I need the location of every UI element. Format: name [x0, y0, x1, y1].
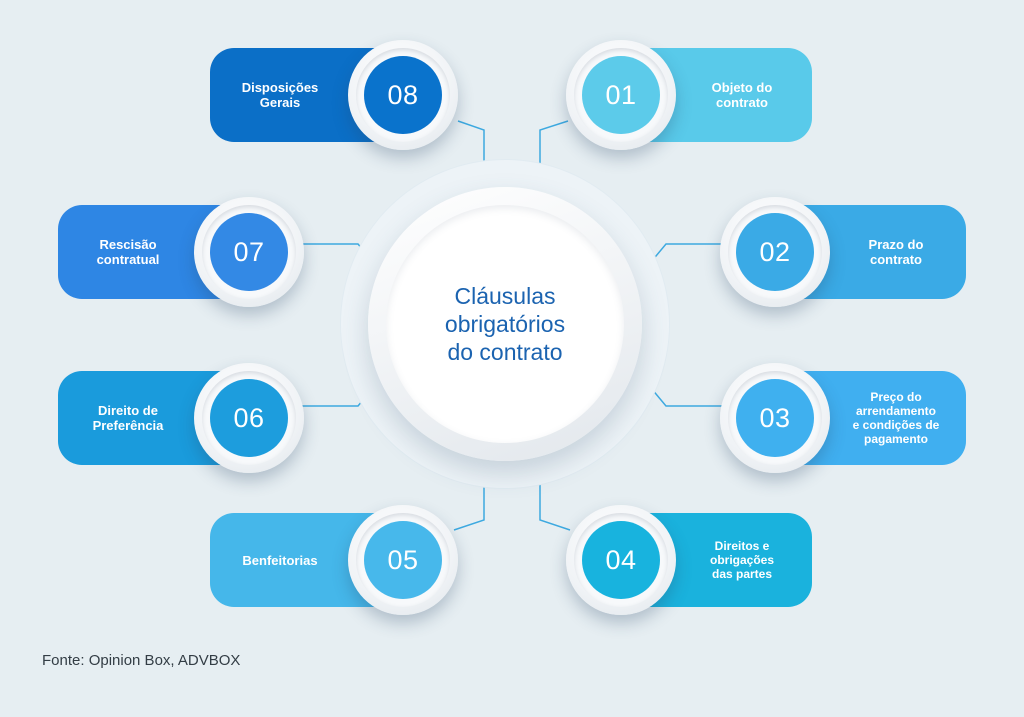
clause-07-label: Rescisão contratual: [96, 237, 160, 267]
clause-05-badge: 05: [348, 505, 458, 615]
clause-01-number: 01: [582, 56, 660, 134]
clause-06-badge: 06: [194, 363, 304, 473]
clause-03-label: Preço do arrendamento e condições de pag…: [852, 390, 940, 446]
clause-03-badge: 03: [720, 363, 830, 473]
clause-08-number: 08: [364, 56, 442, 134]
clause-05-label: Benfeitorias: [242, 552, 318, 568]
clause-03-number: 03: [736, 379, 814, 457]
clause-06-label: Direito de Preferência: [92, 403, 164, 433]
clause-02-number: 02: [736, 213, 814, 291]
clause-08-label: Disposições Gerais: [241, 80, 319, 110]
clause-04-badge: 04: [566, 505, 676, 615]
connector-03: [645, 381, 730, 407]
clause-07-badge: 07: [194, 197, 304, 307]
center-title: Cláusulas obrigatórios do contrato: [444, 283, 566, 365]
clause-02-label: Prazo do contrato: [868, 237, 924, 267]
clause-02-badge: 02: [720, 197, 830, 307]
clause-06-number: 06: [210, 379, 288, 457]
clause-01-badge: 01: [566, 40, 676, 150]
clause-01-label: Objeto do contrato: [711, 80, 773, 110]
clause-08-badge: 08: [348, 40, 458, 150]
clause-04-label: Direitos e obrigações das partes: [709, 539, 775, 581]
connector-02: [645, 243, 730, 269]
clause-07-number: 07: [210, 213, 288, 291]
clause-04-number: 04: [582, 521, 660, 599]
clause-05-number: 05: [364, 521, 442, 599]
source-note: Fonte: Opinion Box, ADVBOX: [42, 652, 241, 669]
center-circle: Cláusulas obrigatórios do contrato: [386, 205, 624, 443]
